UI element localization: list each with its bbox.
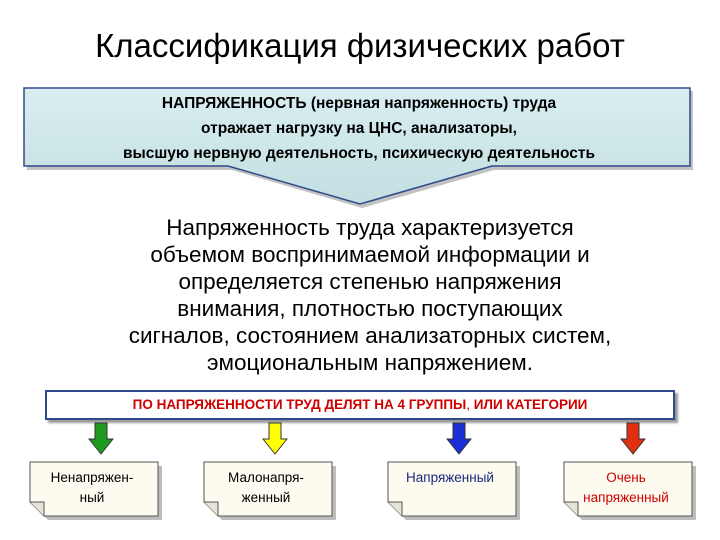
description-line: сигналов, состоянием анализаторных систе… [128, 323, 612, 348]
groups-header-separator: , [466, 397, 471, 412]
category-label-line1: Ненапряжен- [50, 470, 134, 485]
category-label-line1: Очень [606, 470, 646, 485]
banner-text: НАПРЯЖЕННОСТЬ (нервная напряженность) тр… [26, 91, 692, 166]
category-card-non-tense: Ненапряжен- ный [28, 460, 164, 522]
card-paper-shape [29, 461, 162, 520]
category-label: Малонапря- женный [206, 468, 326, 508]
banner-line: НАПРЯЖЕННОСТЬ (нервная напряженность) тр… [161, 95, 557, 112]
page-title: Классификация физических работ [95, 27, 625, 64]
card-paper-shape [563, 461, 696, 520]
groups-header-part1: ПО НАПРЯЖЕННОСТИ ТРУД ДЕЛЯТ НА 4 ГРУППЫ [132, 397, 467, 412]
groups-header: ПО НАПРЯЖЕННОСТИ ТРУД ДЕЛЯТ НА 4 ГРУППЫ,… [45, 390, 675, 420]
card-paper-shape [203, 461, 336, 520]
description-line: внимания, плотностью поступающих [177, 296, 563, 321]
yellow-down-arrow-icon [262, 422, 288, 455]
category-card-low-tense: Малонапря- женный [202, 460, 338, 522]
category-label-line1: Напряженный [406, 470, 494, 485]
banner-line: отражает нагрузку на ЦНС, анализаторы, [201, 120, 517, 137]
description-line: определяется степенью напряжения [178, 269, 562, 294]
banner-line: высшую нервную деятельность, психическую… [122, 145, 596, 162]
red-down-arrow-icon [620, 422, 646, 455]
category-label-line2: женный [241, 490, 291, 505]
category-label: Напряженный [390, 468, 510, 488]
category-label: Очень напряженный [566, 468, 686, 508]
card-paper-shape [387, 461, 520, 520]
blue-down-arrow-icon [446, 422, 472, 455]
tension-banner: НАПРЯЖЕННОСТЬ (нервная напряженность) тр… [22, 86, 696, 210]
category-card-very-tense: Очень напряженный [562, 460, 698, 522]
description-line: Напряженность труда характеризуется [166, 215, 574, 240]
category-label-line2: ный [79, 490, 105, 505]
category-label: Ненапряжен- ный [32, 468, 152, 508]
green-down-arrow-icon [88, 422, 114, 455]
banner-arrow-shape [23, 87, 693, 208]
description-line: объемом воспринимаемой информации и [150, 242, 590, 267]
category-label-line1: Малонапря- [228, 470, 304, 485]
description-line: эмоциональным напряжением. [207, 350, 533, 375]
category-label-line2: напряженный [583, 490, 669, 505]
category-card-tense: Напряженный [386, 460, 522, 522]
groups-header-part2: ИЛИ КАТЕГОРИИ [470, 397, 588, 412]
tension-description: Напряженность труда характеризуется объе… [50, 214, 690, 376]
